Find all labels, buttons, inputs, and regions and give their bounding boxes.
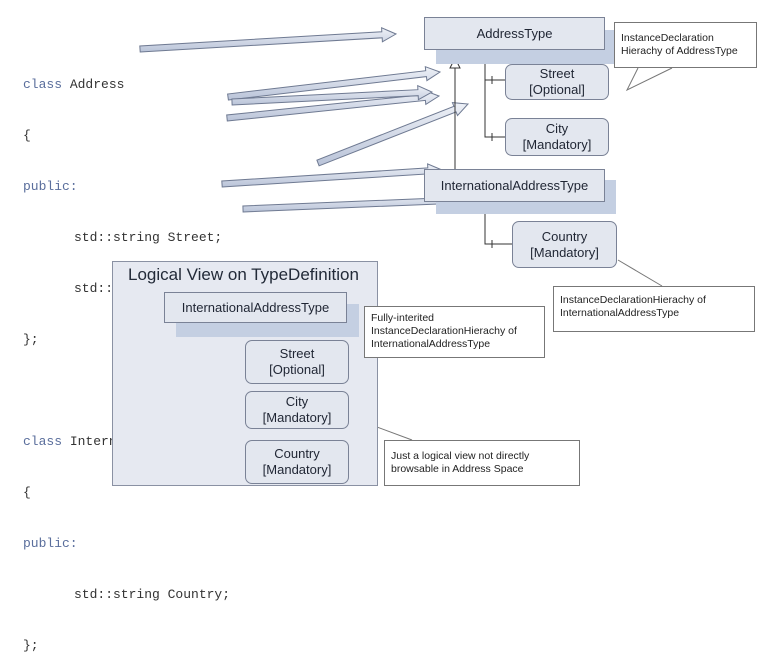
callout-address-hierarchy: InstanceDeclaration Hierachy of AddressT…	[614, 22, 757, 68]
code-line-street: std::string Street;	[74, 230, 223, 245]
code-line-brace-close: };	[23, 332, 39, 347]
tree-line-country-top	[484, 202, 513, 245]
logical-view-title: Logical View on TypeDefinition	[128, 265, 359, 284]
city-node-top: City [Mandatory]	[505, 118, 609, 156]
code-line-public-2: public:	[23, 536, 78, 551]
arrow-street	[227, 65, 442, 101]
intl-address-type-node: InternationalAddressType	[424, 169, 605, 202]
callout-tail-intl	[617, 259, 663, 287]
tree-line-city-top	[484, 80, 505, 138]
arrow-class-address	[139, 27, 398, 53]
code-line-brace-close-2: };	[23, 638, 39, 653]
lv-city-node: City [Mandatory]	[245, 391, 349, 429]
callout-tail-address	[625, 67, 673, 92]
callout-logical-view-note: Just a logical view not directly browsab…	[384, 440, 580, 486]
arrow-street-to-street	[231, 84, 434, 106]
code-line-brace-open: {	[23, 128, 31, 143]
street-node-top: Street [Optional]	[505, 64, 609, 100]
lv-root-node: InternationalAddressType	[164, 292, 347, 323]
code-line-brace-open-2: {	[23, 485, 31, 500]
country-node-top: Country [Mandatory]	[512, 221, 617, 268]
arrow-intl-to-address	[316, 102, 470, 167]
address-type-node: AddressType	[424, 17, 605, 50]
code-line-country: std::string Country;	[74, 587, 231, 602]
callout-fully-inherited: Fully-interited InstanceDeclarationHiera…	[364, 306, 545, 358]
lv-country-node: Country [Mandatory]	[245, 440, 349, 484]
lv-street-node: Street [Optional]	[245, 340, 349, 384]
arrow-city	[226, 89, 441, 122]
callout-intl-hierarchy: InstanceDeclarationHierachy of Internati…	[553, 286, 755, 332]
code-line-public: public:	[23, 179, 78, 194]
code-line-class-address: class Address	[23, 77, 125, 92]
